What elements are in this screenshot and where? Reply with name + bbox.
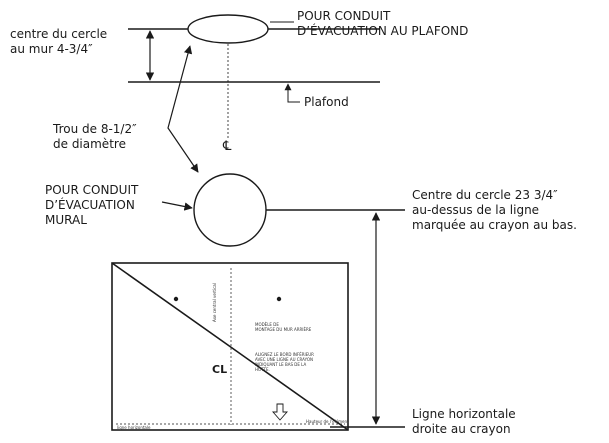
wall-vent-hole	[193, 173, 267, 247]
ceiling-vent-hole	[187, 14, 269, 44]
template-down-arrow	[272, 403, 288, 421]
circle-height-label: Centre du cercle 23 3/4″au-dessus de la …	[412, 188, 577, 232]
mounting-template	[111, 262, 349, 431]
template-mark-left	[173, 296, 179, 302]
template-bottom-left-text: ligne horizontale	[117, 425, 151, 430]
ceiling-label: Plafond	[304, 95, 349, 109]
hole-size-label: Trou de 8-1/2″de diamètre	[53, 122, 137, 151]
template-cl-label: CL	[212, 363, 228, 376]
ceiling-leader	[284, 83, 300, 103]
wall-vent-leader	[161, 201, 193, 211]
centerline-symbol: ℄	[223, 139, 232, 154]
hole-size-pointer	[167, 45, 199, 173]
template-mark-right	[276, 296, 282, 302]
template-bottom-right-text: Hauteur de l’élément	[306, 419, 349, 424]
template-diagonal	[111, 262, 349, 431]
template-vertical-note: Axe central vertical	[212, 283, 217, 322]
